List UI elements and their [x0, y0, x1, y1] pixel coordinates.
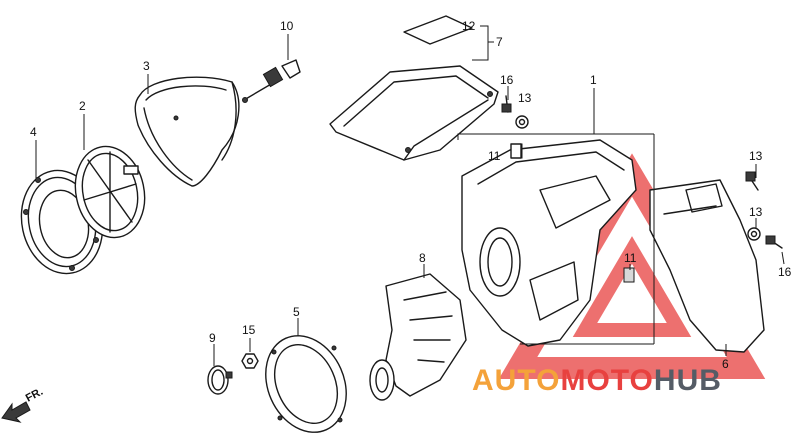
part-16-screw-side: [765, 235, 783, 249]
label-part-1: 1: [590, 73, 597, 87]
part-12-sticker: [403, 15, 473, 45]
part-14-bolt: [745, 171, 759, 191]
part-1-airbox: [461, 139, 637, 347]
part-3-filter-element: [134, 76, 240, 187]
watermark-wordmark: AUTOMOTOHUB: [472, 364, 722, 397]
part-13-grommet-side: [747, 227, 761, 241]
label-part-16-top: 16: [500, 73, 514, 87]
label-part-11-side: 11: [624, 251, 637, 265]
label-part-8: 8: [419, 251, 426, 265]
part-8-intake-boot: [369, 273, 467, 401]
leader-lines: [35, 25, 785, 366]
label-part-2: 2: [79, 99, 86, 113]
part-labels: 4 2 3 10 12 7 16 13 1 11 13 13 16 11 8 5…: [30, 19, 792, 371]
part-15-nut: [241, 353, 259, 369]
front-arrow-icon: [1, 401, 31, 423]
part-11-clip-top: [510, 143, 522, 159]
part-13-grommet-top: [515, 115, 529, 129]
label-part-12: 12: [462, 19, 476, 33]
label-part-10: 10: [280, 19, 294, 33]
label-part-5: 5: [293, 305, 300, 319]
part-7-lid: [329, 65, 499, 161]
watermark-word-auto: AUTO: [472, 364, 560, 397]
watermark-triangle-inner: [572, 236, 692, 337]
label-part-15: 15: [242, 323, 256, 337]
watermark-word-hub: HUB: [654, 364, 722, 397]
label-part-3: 3: [143, 59, 150, 73]
watermark-word-moto: MOTO: [560, 364, 653, 397]
label-part-4: 4: [30, 125, 37, 139]
svg-text:AUTOMOTOHUB: AUTOMOTOHUB: [472, 364, 722, 397]
label-part-7: 7: [496, 35, 503, 49]
label-part-6: 6: [722, 357, 729, 371]
part-6-side-cover: [649, 179, 765, 353]
front-direction-indicator: FR.: [1, 386, 45, 423]
part-10-wing-bolt: [242, 59, 301, 103]
part-16-screw-top: [501, 95, 512, 113]
label-part-14: 13: [749, 149, 763, 163]
front-direction-label: FR.: [24, 386, 45, 405]
label-part-9: 9: [209, 331, 216, 345]
label-part-13-top: 13: [518, 91, 532, 105]
label-part-13-side: 13: [749, 205, 763, 219]
part-9-clamp: [207, 365, 233, 395]
part-2-filter-holder: [74, 145, 146, 239]
part-5-gasket: [265, 335, 347, 433]
label-part-11-top: 11: [488, 149, 501, 163]
label-part-16-side: 16: [778, 265, 792, 279]
